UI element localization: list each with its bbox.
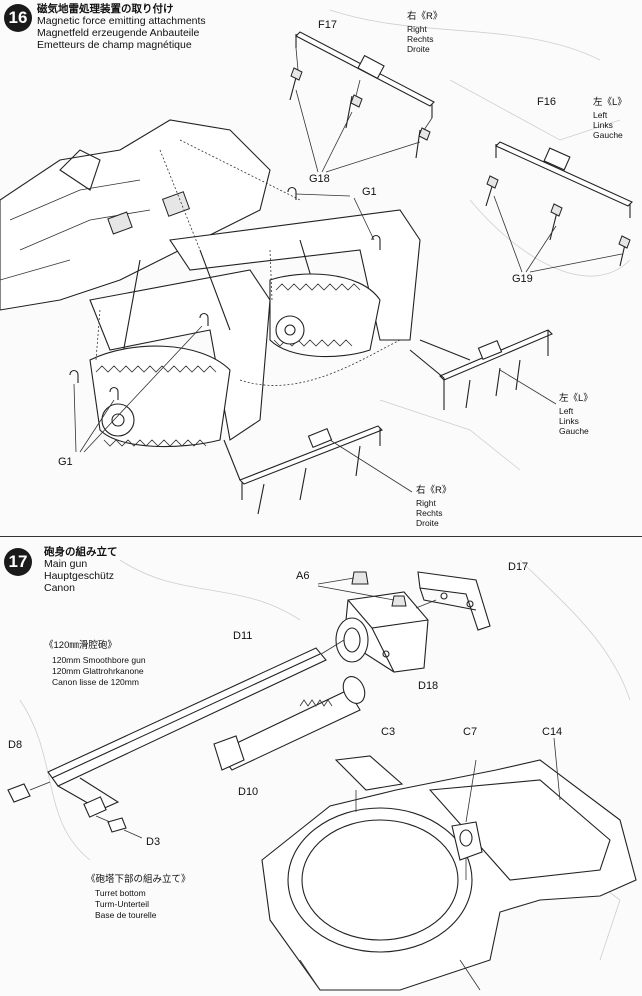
step-17-title: 砲身の組み立て Main gun Hauptgeschütz Canon: [44, 546, 118, 594]
note-left-top-fr: Gauche: [593, 130, 623, 140]
d18-block: [335, 591, 429, 673]
label-d3: D3: [146, 836, 161, 848]
gun-note-fr: Canon lisse de 120mm: [52, 677, 139, 687]
label-g19: G19: [512, 273, 533, 285]
note-right-bottom-fr: Droite: [416, 518, 439, 528]
gun-note-jp: 《120㎜滑腔砲》: [44, 640, 117, 651]
left-rake-mid: [409, 329, 553, 410]
step-17-number: 17: [8, 552, 28, 571]
c7-part: [451, 821, 483, 861]
gun-note-de: 120mm Glattrohrkanone: [52, 666, 144, 676]
right-rake-bottom: [223, 425, 383, 515]
label-f17: F17: [318, 19, 337, 31]
c3-plate: [334, 755, 404, 791]
label-f16: F16: [537, 96, 556, 108]
note-right-top-fr: Droite: [407, 44, 430, 54]
step-17-badge: 17: [4, 548, 32, 576]
note-left-mid-de: Links: [559, 416, 579, 426]
step-17-title-fr: Canon: [44, 582, 75, 594]
note-right-bottom-jp: 右《R》: [416, 485, 452, 496]
step-16-title-de: Magnetfeld erzeugende Anbauteile: [37, 27, 200, 39]
d3-part: [107, 817, 127, 833]
label-d8: D8: [8, 739, 23, 751]
gun-note-en: 120mm Smoothbore gun: [52, 655, 146, 665]
turret-note-jp: 《砲塔下部の組み立て》: [86, 874, 191, 885]
label-c3: C3: [381, 726, 396, 738]
step-16-number: 16: [8, 8, 28, 27]
label-a6: A6: [296, 570, 310, 582]
label-d10: D10: [238, 786, 259, 798]
hull-front: [0, 119, 271, 311]
d17-bracket: [417, 571, 491, 631]
label-c7: C7: [463, 726, 478, 738]
step-16-badge: 16: [4, 4, 32, 32]
step-16-title-jp: 磁気地雷処理装置の取り付け: [37, 3, 174, 15]
step-divider: [0, 536, 642, 537]
d8-part: [7, 783, 31, 803]
note-left-mid-en: Left: [559, 406, 574, 416]
note-left-top-en: Left: [593, 110, 608, 120]
f16-rake: [485, 141, 633, 267]
c14-turret-bottom: [261, 759, 637, 991]
step-17-title-en: Main gun: [44, 558, 88, 570]
label-d17: D17: [508, 561, 529, 573]
note-right-top-jp: 右《R》: [407, 11, 443, 22]
note-right-top-en: Right: [407, 24, 427, 34]
step-17-title-de: Hauptgeschütz: [44, 570, 115, 582]
note-left-top-de: Links: [593, 120, 613, 130]
d11-barrel-half: [47, 647, 327, 818]
step-17-title-jp: 砲身の組み立て: [44, 546, 118, 558]
d10-barrel: [213, 676, 366, 771]
turret-note-en: Turret bottom: [95, 888, 146, 898]
label-d11: D11: [233, 630, 253, 642]
note-right-top-de: Rechts: [407, 34, 434, 44]
note-right-bottom-de: Rechts: [416, 508, 443, 518]
label-d18: D18: [418, 680, 439, 692]
note-left-mid-jp: 左《L》: [559, 393, 593, 404]
note-left-top-jp: 左《L》: [593, 97, 627, 108]
label-c14: C14: [542, 726, 563, 738]
step-16-title: 磁気地雷処理装置の取り付け Magnetic force emitting at…: [37, 3, 206, 51]
turret-note-de: Turm-Unterteil: [95, 899, 149, 909]
step-16-title-fr: Emetteurs de champ magnétique: [37, 39, 192, 51]
step-16-title-en: Magnetic force emitting attachments: [37, 15, 206, 27]
turret-note-fr: Base de tourelle: [95, 910, 157, 920]
label-g1-bottom: G1: [58, 456, 73, 468]
f17-rake: [289, 31, 435, 159]
note-right-bottom-en: Right: [416, 498, 436, 508]
label-g1-top: G1: [362, 186, 377, 198]
mine-plough-frame: [69, 139, 421, 448]
note-left-mid-fr: Gauche: [559, 426, 589, 436]
label-g18: G18: [309, 173, 330, 185]
